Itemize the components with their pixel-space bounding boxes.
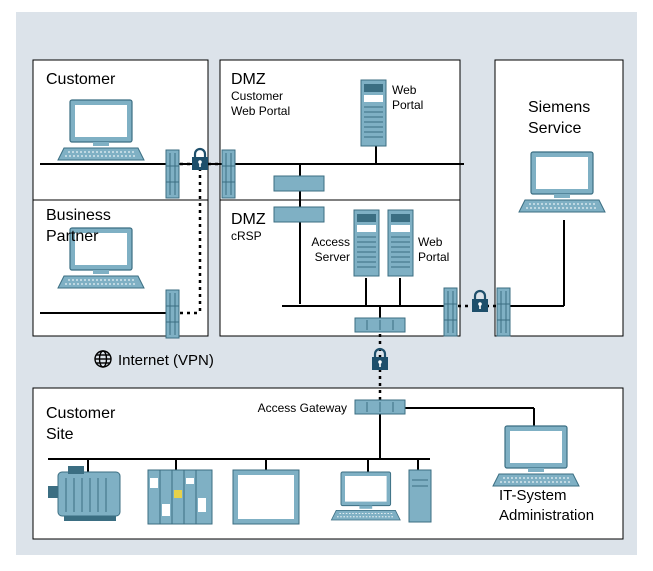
dmz-portal-title: DMZ — [231, 71, 266, 88]
firewall-crsp-icon — [443, 287, 458, 337]
firewall-partner-icon — [165, 289, 180, 339]
portal-server-label-line1: Web — [392, 83, 417, 97]
firewall-customer-icon — [165, 149, 180, 199]
dmz-router-upper — [273, 175, 325, 192]
firewall-dmz-icon — [221, 149, 236, 199]
it-system-label-line2: Administration — [499, 507, 594, 524]
access-server-label-line2: Server — [315, 250, 350, 264]
siemens-title-line1: Siemens — [528, 99, 590, 116]
crsp-switch-icon — [354, 317, 406, 333]
hmi-panel-icon — [232, 469, 300, 525]
customer-title: Customer — [46, 71, 116, 88]
motor-icon — [48, 466, 121, 521]
zone-dmz-crsp — [219, 199, 461, 337]
dmz-router-lower — [273, 206, 325, 223]
business-partner-title-line2: Partner — [46, 228, 99, 245]
access-server-label-line1: Access — [311, 235, 350, 249]
dmz-crsp-sub: cRSP — [231, 229, 262, 243]
plc-icon — [147, 469, 213, 525]
customer-site-title-line1: Customer — [46, 405, 116, 422]
business-partner-title-line1: Business — [46, 207, 111, 224]
siemens-pc-icon — [518, 151, 606, 213]
crsp-web-portal-server-icon — [387, 209, 414, 277]
siemens-title-line2: Service — [528, 120, 581, 137]
globe-icon — [94, 350, 112, 368]
dmz-portal-sub-line2: Web Portal — [231, 104, 290, 118]
access-server-icon — [353, 209, 380, 277]
tower-pc-icon — [408, 469, 432, 523]
internet-label: Internet (VPN) — [118, 352, 214, 369]
customer-pc-icon — [57, 99, 145, 161]
site-pc-icon — [330, 471, 401, 521]
customer-site-title-line2: Site — [46, 426, 74, 443]
it-system-label-line1: IT-System — [499, 487, 567, 504]
access-gateway-icon — [354, 399, 406, 415]
dmz-portal-sub-line1: Customer — [231, 89, 283, 103]
web-portal-server-icon — [360, 79, 387, 147]
crsp-web-portal-label-line2: Portal — [418, 250, 449, 264]
zone-dmz-portal — [219, 59, 461, 201]
access-gateway-label: Access Gateway — [258, 401, 347, 415]
firewall-siemens-icon — [496, 287, 511, 337]
it-admin-pc-icon — [492, 425, 580, 487]
portal-server-label-line2: Portal — [392, 98, 423, 112]
dmz-crsp-title: DMZ — [231, 211, 266, 228]
crsp-web-portal-label-line1: Web — [418, 235, 443, 249]
